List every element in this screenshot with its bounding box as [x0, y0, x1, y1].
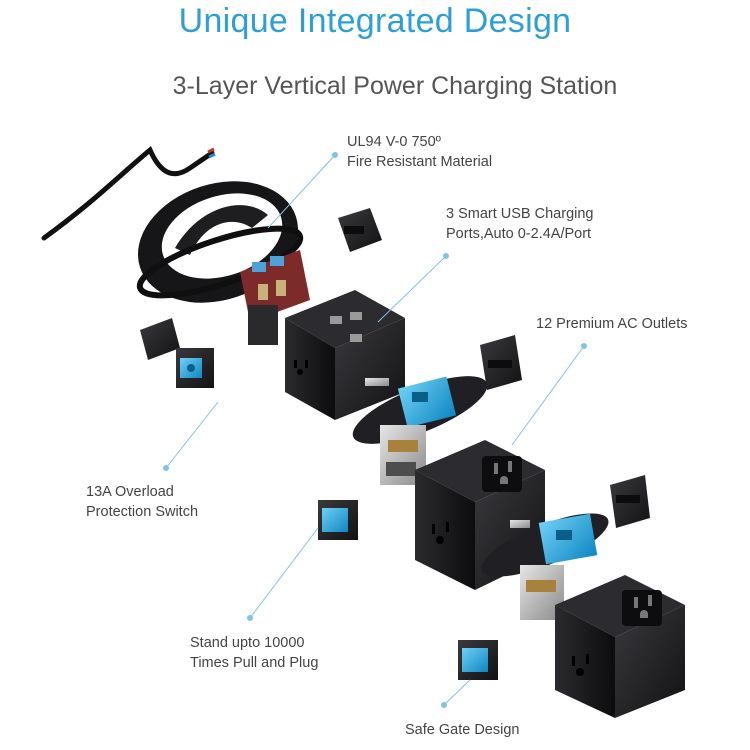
- callout-safe-gate: Safe Gate Design: [405, 722, 520, 738]
- page-title: Unique Integrated Design: [178, 2, 572, 40]
- usb-port-icon: [330, 316, 342, 324]
- usb-charging-cube: [285, 290, 405, 420]
- leader-usb-ports: [377, 255, 447, 323]
- leader-ac-outlets: [511, 345, 585, 446]
- usb-circuit-board: [240, 250, 310, 345]
- gate-module-left: [318, 500, 358, 540]
- lower-shutter-plate: [481, 513, 609, 577]
- gate-module-bottom: [458, 640, 498, 680]
- usb-port-icon: [350, 334, 362, 342]
- page-subtitle: 3-Layer Vertical Power Charging Station: [172, 72, 618, 100]
- socket-module: [480, 335, 522, 390]
- leader-safe-gate: [443, 679, 471, 706]
- power-cord: [41, 145, 216, 241]
- leader-overload-switch: [165, 401, 219, 469]
- top-cap-ring: [136, 181, 304, 303]
- socket-module-lower: [610, 475, 650, 528]
- ac-outlet-face: [482, 456, 522, 492]
- ac-outlet-face: [622, 590, 662, 626]
- callout-usb-ports: 3 Smart USB Charging Ports,Auto 0-2.4A/P…: [446, 206, 594, 242]
- leader-pull-plug: [249, 527, 319, 619]
- usb-port-module: [338, 208, 382, 252]
- callout-leaders: [163, 152, 587, 708]
- overload-switch-assembly: [140, 318, 214, 388]
- usb-port-icon: [350, 312, 362, 320]
- ac-outlet-cube-2: [555, 575, 685, 718]
- callout-overload-switch: 13A Overload Protection Switch: [86, 484, 199, 520]
- callout-pull-plug: Stand upto 10000 Times Pull and Plug: [190, 635, 319, 671]
- callout-fire-resistant: UL94 V-0 750º Fire Resistant Material: [347, 134, 493, 170]
- leader-fire-resistant: [267, 154, 336, 229]
- callout-ac-outlets: 12 Premium AC Outlets: [536, 316, 688, 332]
